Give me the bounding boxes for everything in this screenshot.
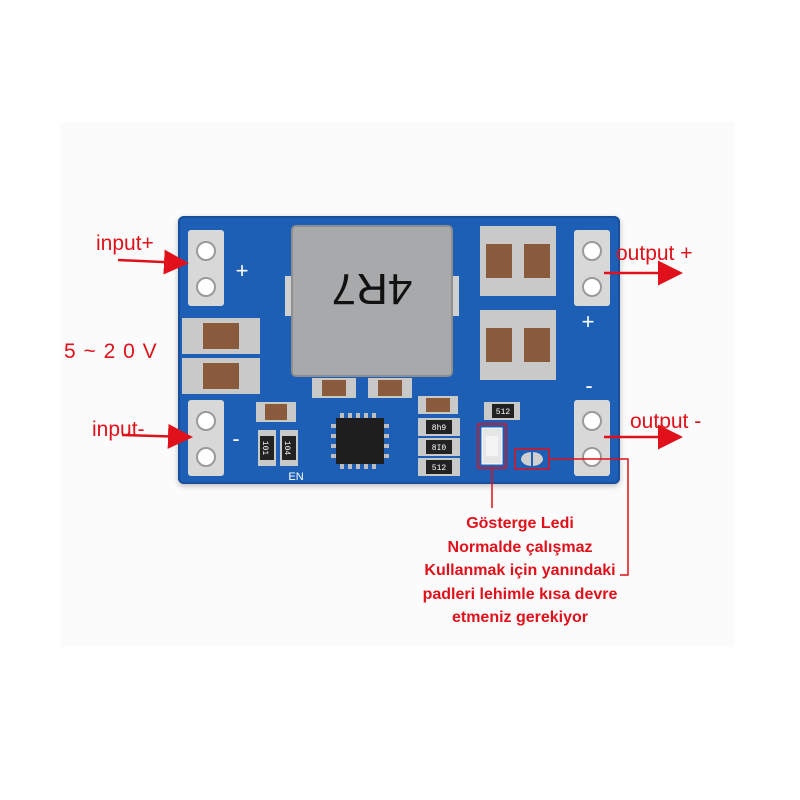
regulator-ic [331,413,389,469]
resistors [258,402,520,476]
resistor-code: 8I0 [432,444,447,453]
led-note-line: Normalde çalışmaz [447,538,593,556]
en-silkscreen: EN [288,471,303,483]
input-minus-label: input- [92,418,145,441]
resistor-code: 8h9 [432,424,447,433]
annotation-lines [491,458,629,576]
led-note-line: Kullanmak için yanındaki [424,562,616,579]
input-capacitors [182,318,260,394]
output-minus-silkscreen: - [585,373,592,398]
inductor-marking: 4R7 [332,264,413,313]
resistor-code: 512 [496,408,511,417]
led-note-line: etmeniz gerekiyor [451,609,589,626]
input-plus-pads [188,230,224,306]
resistor-code: 104 [282,441,291,456]
output-plus-pads [574,230,610,306]
led-jumper-pads [514,448,550,470]
resistor-code: 101 [260,441,269,456]
led-note: Gösterge Ledi Normalde çalışmaz Kullanma… [380,512,660,630]
input-plus-silkscreen: + [236,258,249,283]
arrows [117,249,683,450]
output-minus-label: output - [630,410,702,433]
output-plus-silkscreen: + [582,309,595,334]
led-note-line: Gösterge Ledi [466,515,574,532]
output-plus-label: output + [616,242,693,265]
output-minus-pads [574,400,610,476]
input-minus-pads [188,400,224,476]
input-minus-silkscreen: - [232,426,239,451]
output-capacitors [480,226,556,380]
led-note-line: padleri lehimle kısa devre [422,585,618,603]
voltage-range-label: 5 ~ 2 0 V [64,340,158,363]
small-capacitors [256,378,458,422]
resistor-code: 512 [432,464,447,473]
input-plus-label: input+ [96,232,154,255]
indicator-led [481,427,503,465]
inductor [285,225,459,377]
